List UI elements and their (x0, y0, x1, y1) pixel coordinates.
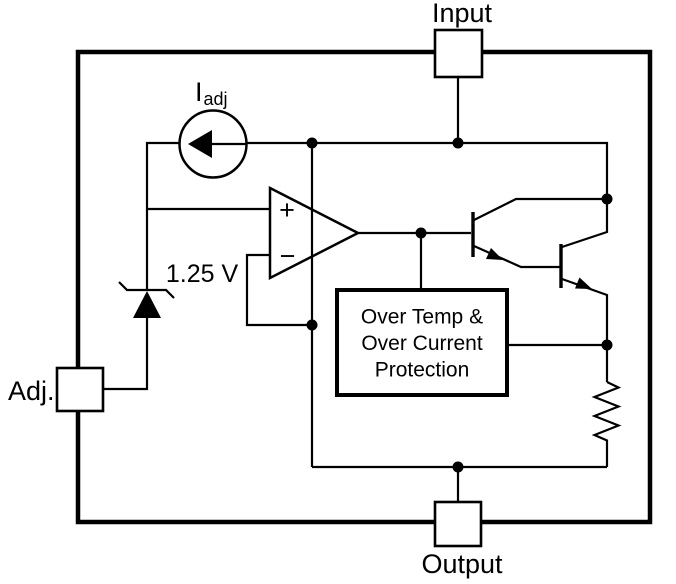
junction-dot (415, 227, 427, 239)
current-source-label-sub: adj (204, 89, 228, 109)
reference-voltage-label: 1.25 V (166, 260, 239, 288)
wire-q1-emitter (473, 244, 561, 269)
pin-label-adjust: Adj. (8, 376, 55, 406)
ic-boundary-box (75, 49, 653, 525)
protection-block-line2: Over Current (361, 332, 483, 355)
pin-square-adjust (55, 366, 105, 413)
zener-anode-triangle (133, 291, 161, 318)
q1-emitter-arrow-icon (486, 248, 503, 260)
zener-diode-symbol (118, 281, 175, 318)
pin-label-input: Input (432, 0, 493, 28)
pin-label-output: Output (421, 549, 503, 579)
current-source-label-main: I (195, 77, 203, 107)
junction-dot (452, 137, 464, 149)
protection-block-box (335, 288, 509, 397)
current-source-arrow-icon (188, 130, 212, 158)
wire-opamp-minus-loop (245, 253, 312, 327)
opamp-minus-label: − (280, 241, 296, 271)
junction-dot (601, 339, 613, 351)
junction-dot (306, 137, 318, 149)
resistor-symbol (591, 381, 622, 467)
q2-emitter-arrow-icon (575, 277, 592, 289)
opamp-plus-label: + (279, 195, 295, 225)
wires (103, 77, 622, 502)
wire-q1-collector (473, 197, 607, 221)
wire-q2-emitter (561, 277, 609, 382)
opamp-symbol (268, 185, 361, 281)
zener-cathode-bar (118, 281, 175, 299)
pin-square-output (433, 500, 483, 548)
protection-block-line1: Over Temp & (361, 306, 483, 329)
junction-dot (601, 193, 613, 205)
current-source-symbol (178, 109, 248, 179)
protection-block-line3: Protection (375, 359, 470, 382)
junction-dot (452, 461, 464, 473)
junction-dots (306, 137, 613, 473)
pin-square-input (433, 28, 484, 79)
junction-dot (306, 319, 318, 331)
wire-adjust-pin (103, 317, 149, 391)
wire-input-rail (145, 141, 609, 291)
wire-q2-collector (561, 199, 609, 249)
